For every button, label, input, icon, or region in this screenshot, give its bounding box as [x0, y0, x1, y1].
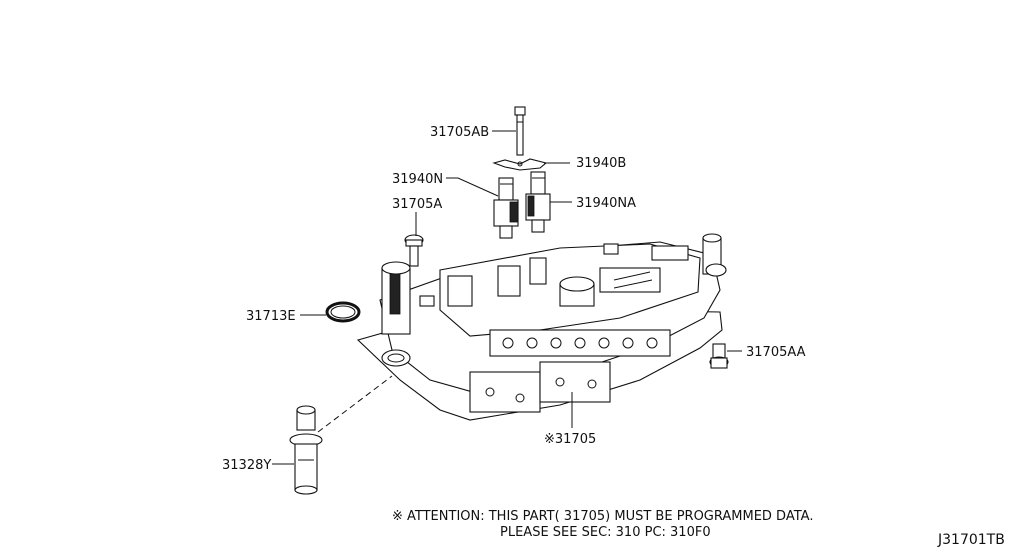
label-31940N: 31940N: [392, 172, 443, 187]
alignment-dashed-line: [317, 375, 393, 433]
bolt-31705AB[interactable]: [514, 106, 526, 156]
bracket-31940B[interactable]: [492, 158, 548, 171]
label-31705A: 31705A: [392, 197, 442, 212]
bolt-31705AA[interactable]: [709, 343, 729, 369]
solenoid-31940NA[interactable]: [525, 171, 551, 233]
solenoid-31940N[interactable]: [493, 177, 519, 239]
label-31705AA: 31705AA: [746, 345, 806, 360]
label-31940B: 31940B: [576, 156, 626, 171]
label-31713E: 31713E: [246, 309, 296, 324]
label-31705AB: 31705AB: [430, 125, 489, 140]
bolt-31705A[interactable]: [404, 234, 424, 267]
sleeve-31328Y[interactable]: [289, 405, 323, 495]
control-valve-31705[interactable]: [356, 233, 727, 421]
attention-note-line2: PLEASE SEE SEC: 310 PC: 310F0: [500, 525, 711, 540]
label-31705: ※31705: [544, 432, 596, 447]
diagram-code: J31701TB: [937, 532, 1005, 548]
label-31328Y: 31328Y: [222, 458, 271, 473]
o-ring-31713E[interactable]: [325, 301, 361, 323]
attention-note-line1: ※ ATTENTION: THIS PART( 31705) MUST BE P…: [392, 509, 813, 524]
leader-31940N: [446, 177, 499, 197]
label-31940NA: 31940NA: [576, 196, 636, 211]
